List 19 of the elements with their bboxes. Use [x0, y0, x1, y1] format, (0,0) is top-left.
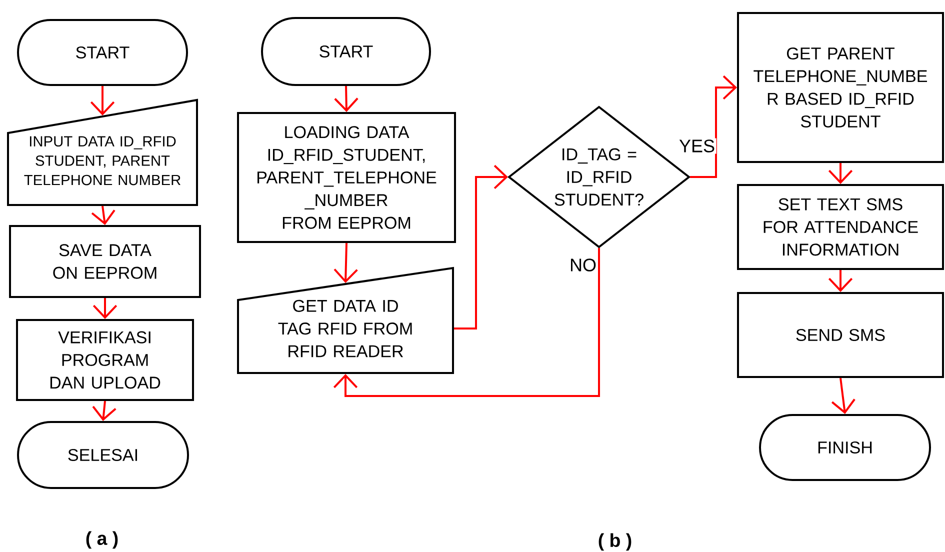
arrow	[454, 164, 508, 330]
edge-label: YES	[678, 138, 716, 154]
process-box: GET PARENT TELEPHONE_NUMBE R BASED ID_RFID STUDENT	[737, 12, 944, 163]
panel-label: ( a )	[86, 531, 118, 549]
process-box: SEND SMS	[737, 292, 944, 378]
arrow	[90, 86, 115, 116]
panel-label: ( b )	[598, 533, 632, 551]
arrow	[690, 75, 737, 178]
process-box: LOADING DATA ID_RFID_STUDENT, PARENT_TELEPHONE _NUMBER FROM EEPROM	[237, 112, 456, 243]
arrow	[333, 248, 600, 397]
arrow	[334, 242, 358, 283]
arrow	[831, 378, 856, 414]
arrow	[334, 86, 358, 112]
manual-input-box: GET DATA ID TAG RFID FROM RFID READER	[237, 266, 454, 374]
process-box: SET TEXT SMS FOR ATTENDANCE INFORMATION	[737, 184, 944, 270]
manual-input-box: INPUT DATA ID_RFID STUDENT, PARENT TELEPHONE NUMBER	[7, 98, 198, 206]
process-box: SAVE DATA ON EEPROM	[9, 225, 201, 298]
process-box: VERIFIKASI PROGRAM DAN UPLOAD	[16, 319, 194, 401]
edge-label: NO	[568, 257, 598, 273]
